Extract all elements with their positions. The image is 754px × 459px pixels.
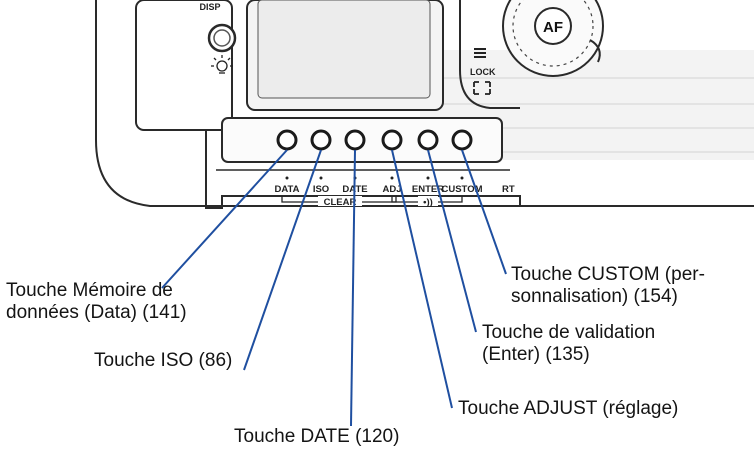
- callout-line: Touche ADJUST (réglage): [458, 398, 679, 419]
- callout-adjust-button: Touche ADJUST (réglage): [458, 398, 678, 420]
- lock-label: LOCK: [470, 67, 496, 77]
- sound-label-bg: [418, 196, 438, 206]
- button-dots: [285, 176, 464, 180]
- callout-iso-button: Touche ISO (86): [94, 350, 232, 372]
- callout-data-memory-button: Touche Mémoire de données (Data) (141): [6, 280, 187, 324]
- callout-line: Touche de validation: [482, 322, 656, 343]
- lower-panel-outline: [205, 130, 754, 209]
- callout-line: (Enter) (135): [482, 344, 590, 365]
- af-dial[interactable]: AF: [502, 0, 604, 77]
- partial-right-label: RT: [502, 184, 515, 195]
- clear-label: CLEAR: [324, 197, 357, 208]
- data-button[interactable]: [276, 129, 298, 151]
- callout-custom-button: Touche CUSTOM (per- sonnalisation) (154): [511, 264, 705, 308]
- af-label: AF: [543, 19, 563, 36]
- callout-date-button: Touche DATE (120): [234, 426, 399, 448]
- leader-date: [350, 149, 356, 427]
- callout-line: Touche CUSTOM (per-: [511, 264, 705, 285]
- disp-button-inner: [213, 29, 231, 47]
- leader-data: [161, 149, 288, 289]
- enter-button-label: ENTER: [412, 184, 444, 195]
- clear-label-bg: [318, 196, 362, 206]
- adj-button[interactable]: [381, 129, 403, 151]
- callout-enter-button: Touche de validation (Enter) (135): [482, 322, 655, 366]
- callout-line: données (Data) (141): [6, 302, 187, 323]
- custom-button-label: CUSTOM: [442, 184, 483, 195]
- lock-icon: [473, 81, 491, 95]
- iso-button-label: ISO: [313, 184, 329, 195]
- leader-enter: [427, 149, 477, 333]
- adj-button-label: ADJ: [382, 184, 401, 195]
- light-icon: [211, 55, 233, 74]
- callout-line: sonnalisation) (154): [511, 286, 678, 307]
- callout-line: Touche Mémoire de: [6, 280, 173, 301]
- right-frame: [459, 0, 520, 109]
- leader-custom: [461, 149, 507, 275]
- left-panel-frame: [135, 0, 233, 131]
- camera-body-outline: [95, 0, 754, 207]
- disp-button[interactable]: [207, 23, 237, 53]
- data-button-label: DATA: [275, 184, 300, 195]
- callout-line: Touche DATE (120): [234, 426, 400, 447]
- date-button[interactable]: [344, 129, 366, 151]
- sound-icon: •)): [423, 197, 433, 208]
- callout-line: Touche ISO (86): [94, 350, 233, 371]
- leader-iso: [243, 149, 322, 371]
- disp-label: DISP: [199, 2, 220, 12]
- enter-button[interactable]: [417, 129, 439, 151]
- iso-button[interactable]: [310, 129, 332, 151]
- custom-button[interactable]: [451, 129, 473, 151]
- af-point-icon: [474, 48, 486, 58]
- leader-adjust: [391, 149, 453, 409]
- lcd-screen-inner: [257, 0, 431, 99]
